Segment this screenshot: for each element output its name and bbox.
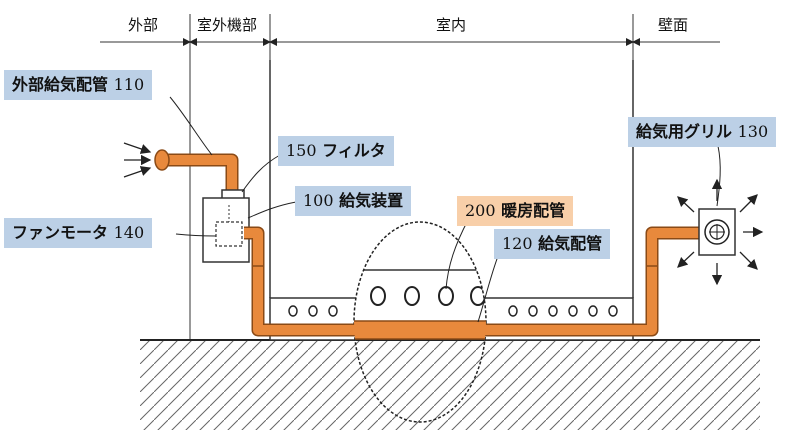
floor-vent-holes — [288, 305, 618, 317]
callout-fan-motor: ファンモータ 140 — [4, 218, 153, 248]
callout-label: 給気配管 — [538, 234, 603, 253]
grille-outflow-arrows — [677, 178, 764, 286]
callout-supply-grille: 給気用グリル 130 — [628, 117, 777, 147]
callout-supply-pipe: 120 給気配管 — [494, 229, 611, 259]
callout-label: ファンモータ — [12, 223, 109, 242]
callout-number: 150 — [286, 141, 317, 160]
callout-label: 暖房配管 — [501, 201, 566, 220]
callout-label: 給気装置 — [339, 191, 404, 210]
callout-outside-supply-pipe: 外部給気配管 110 — [4, 70, 153, 100]
supply-grille — [698, 208, 736, 256]
callout-number: 110 — [113, 75, 145, 94]
leader-lines — [169, 96, 721, 323]
zone-label-indoor: 室内 — [436, 16, 467, 34]
callout-number: 120 — [502, 234, 533, 253]
intake-arrows — [123, 142, 152, 178]
outside-supply-pipe — [154, 149, 239, 195]
callout-label: 給気用グリル — [636, 122, 733, 141]
callout-supply-device: 100 給気装置 — [295, 186, 412, 216]
callout-heating-pipe: 200 暖房配管 — [457, 196, 574, 226]
callout-label: フィルタ — [322, 141, 386, 160]
callout-number: 200 — [465, 201, 496, 220]
zone-label-outdoor-unit: 室外機部 — [197, 16, 258, 34]
zone-label-wall: 壁面 — [658, 16, 689, 34]
zone-label-outside: 外部 — [128, 16, 159, 34]
callout-number: 140 — [113, 223, 145, 242]
callout-label: 外部給気配管 — [12, 75, 109, 94]
callout-number: 100 — [303, 191, 334, 210]
supply-device — [202, 189, 250, 263]
heating-pipe — [354, 320, 486, 340]
callout-filter: 150 フィルタ — [278, 136, 394, 166]
callout-number: 130 — [737, 122, 769, 141]
